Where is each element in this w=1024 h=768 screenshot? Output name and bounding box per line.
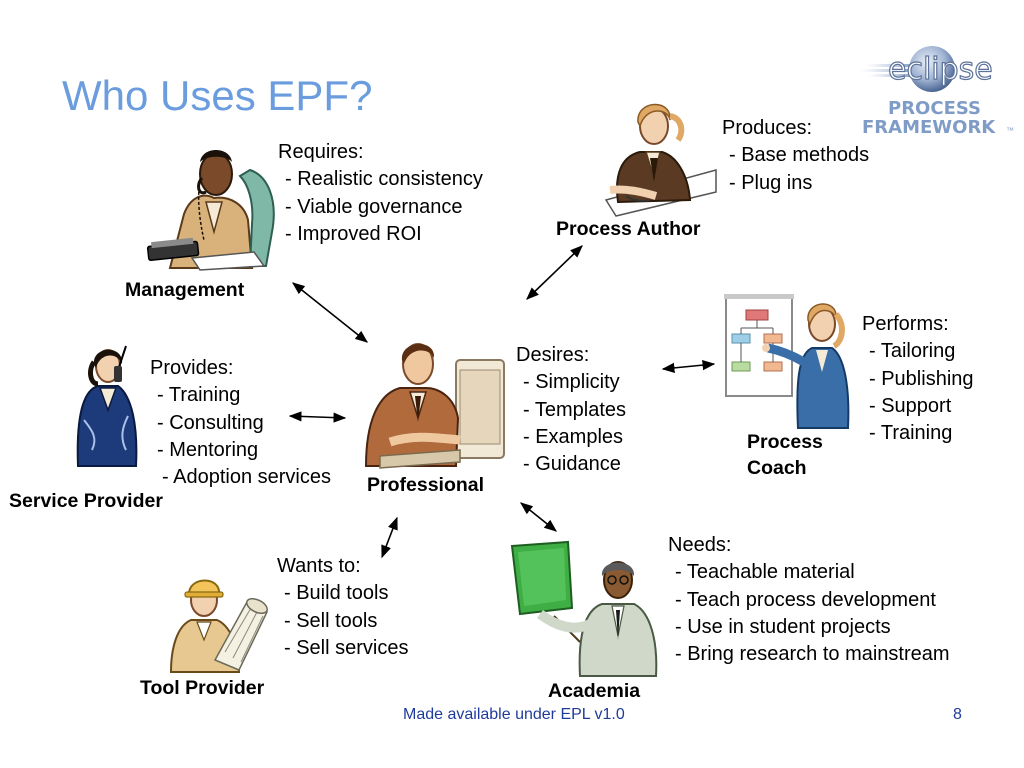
process-author-label: Process Author xyxy=(556,218,701,240)
management-label: Management xyxy=(125,279,245,301)
professional-item: - Simplicity xyxy=(523,371,620,394)
service-provider-figure-icon xyxy=(76,345,138,467)
eclipse-process-framework-logo: eclipse PROCESS FRAMEWORK ™ xyxy=(858,38,1018,138)
arrow-serviceprovider-professional xyxy=(288,411,347,423)
academia-item: - Teach process development xyxy=(675,588,936,611)
slide-title: Who Uses EPF? xyxy=(62,72,373,119)
arrow-academia-professional xyxy=(520,502,557,532)
process-author-outputs: Produces: - Base methods - Plug ins xyxy=(722,115,869,197)
process-coach-label: Process Coach xyxy=(747,429,823,481)
service-provider-label: Service Provider xyxy=(9,490,163,512)
process-coach-heading: Performs: xyxy=(862,313,949,335)
tool-provider-item: - Sell services xyxy=(284,636,409,659)
process-coach-item: - Publishing xyxy=(869,367,974,390)
tool-provider-goals: Wants to: - Build tools - Sell tools - S… xyxy=(277,553,408,662)
process-coach-label-line1: Process xyxy=(747,431,823,453)
tool-provider-figure-icon xyxy=(169,579,268,673)
professional-item: - Guidance xyxy=(523,453,621,476)
arrow-management-professional xyxy=(291,282,369,343)
academia-needs: Needs: - Teachable material - Teach proc… xyxy=(668,532,950,668)
management-figure-icon xyxy=(146,150,275,271)
process-coach-item: - Support xyxy=(869,394,952,417)
academia-item: - Bring research to mainstream xyxy=(675,643,950,666)
professional-heading: Desires: xyxy=(516,344,590,366)
process-author-heading: Produces: xyxy=(722,117,813,139)
service-provider-item: - Adoption services xyxy=(162,466,331,489)
management-item: - Improved ROI xyxy=(285,222,422,245)
logo-framework-text: FRAMEWORK xyxy=(862,117,996,138)
arrow-coach-professional xyxy=(661,360,716,373)
academia-heading: Needs: xyxy=(668,534,732,556)
academia-figure-icon xyxy=(510,540,658,677)
academia-label: Academia xyxy=(548,680,641,702)
professional-item: - Examples xyxy=(523,425,624,448)
academia-item: - Use in student projects xyxy=(675,615,891,638)
professional-label: Professional xyxy=(367,474,485,496)
tool-provider-item: - Sell tools xyxy=(284,609,378,632)
arrow-toolprovider-professional xyxy=(381,516,398,559)
management-requirements: Requires: - Realistic consistency - Viab… xyxy=(278,139,483,248)
process-coach-figure-icon xyxy=(724,294,850,429)
eclipse-sphere-icon xyxy=(909,46,955,92)
management-heading: Requires: xyxy=(278,141,364,163)
process-author-figure-icon xyxy=(604,103,717,217)
process-coach-item: - Tailoring xyxy=(869,340,956,363)
service-provider-item: - Consulting xyxy=(157,411,264,434)
process-author-item: - Plug ins xyxy=(729,171,813,194)
service-provider-item: - Training xyxy=(157,384,241,407)
logo-process-text: PROCESS xyxy=(888,98,981,119)
logo-trademark: ™ xyxy=(1006,126,1014,135)
professional-figure-icon xyxy=(364,343,505,469)
process-coach-item: - Training xyxy=(869,422,953,445)
footer-license: Made available under EPL v1.0 xyxy=(403,706,625,723)
tool-provider-item: - Build tools xyxy=(284,582,389,605)
professional-item: - Templates xyxy=(523,398,627,421)
service-provider-item: - Mentoring xyxy=(157,438,259,461)
academia-item: - Teachable material xyxy=(675,561,855,584)
tool-provider-heading: Wants to: xyxy=(277,555,361,577)
management-item: - Viable governance xyxy=(285,195,463,218)
professional-desires: Desires: - Simplicity - Templates - Exam… xyxy=(516,342,626,478)
service-provider-offerings: Provides: - Training - Consulting - Ment… xyxy=(150,355,331,491)
eclipse-logo-graphic: eclipse PROCESS FRAMEWORK ™ xyxy=(860,46,1014,138)
service-provider-heading: Provides: xyxy=(150,357,234,379)
process-author-item: - Base methods xyxy=(729,144,870,167)
page-number: 8 xyxy=(953,706,962,723)
process-coach-activities: Performs: - Tailoring - Publishing - Sup… xyxy=(862,311,974,447)
tool-provider-label: Tool Provider xyxy=(140,677,265,699)
management-item: - Realistic consistency xyxy=(285,168,483,191)
eclipse-wordmark: eclipse xyxy=(888,52,993,87)
process-coach-label-line2: Coach xyxy=(747,457,807,479)
arrow-author-professional xyxy=(526,245,583,300)
